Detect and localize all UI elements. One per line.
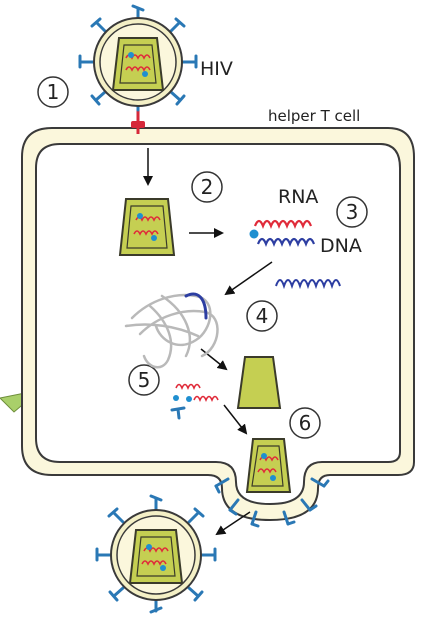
dna-double-helix (275, 279, 341, 290)
budding-capsid (245, 438, 292, 493)
integrated-viral-dna (184, 292, 208, 320)
rna-label: RNA (278, 186, 318, 208)
step-number-1: 1 (47, 80, 60, 104)
reverse-transcriptase (249, 229, 259, 239)
hiv-virion-top (78, 4, 198, 112)
step-marker-2: 2 (191, 171, 223, 203)
new-rna-proteins (170, 383, 219, 420)
step-number-6: 6 (299, 411, 312, 435)
step-marker-4: 4 (246, 300, 278, 332)
step-number-3: 3 (346, 200, 359, 224)
bud-spikes (214, 477, 330, 528)
arrow-release (215, 511, 251, 536)
hiv-label: HIV (200, 58, 233, 80)
new-capsid (236, 356, 282, 409)
capsid-uncoating (118, 198, 176, 256)
step-marker-6: 6 (289, 407, 321, 439)
arrow-to-nucleus (224, 261, 273, 296)
step-number-4: 4 (256, 304, 269, 328)
arrow-to-assembly (223, 404, 248, 435)
helper-t-cell-label: helper T cell (268, 107, 360, 125)
dna-label: DNA (320, 235, 362, 257)
dna-strand (256, 237, 316, 247)
step-number-2: 2 (201, 175, 214, 199)
step-marker-1: 1 (37, 76, 69, 108)
hiv-virion-released (95, 494, 217, 614)
step-number-5: 5 (138, 368, 151, 392)
rna-strand (253, 219, 313, 229)
step-marker-3: 3 (336, 196, 368, 228)
step-marker-5: 5 (128, 364, 160, 396)
arrow-to-capsid (200, 348, 228, 371)
cd4-receptor (131, 110, 145, 134)
